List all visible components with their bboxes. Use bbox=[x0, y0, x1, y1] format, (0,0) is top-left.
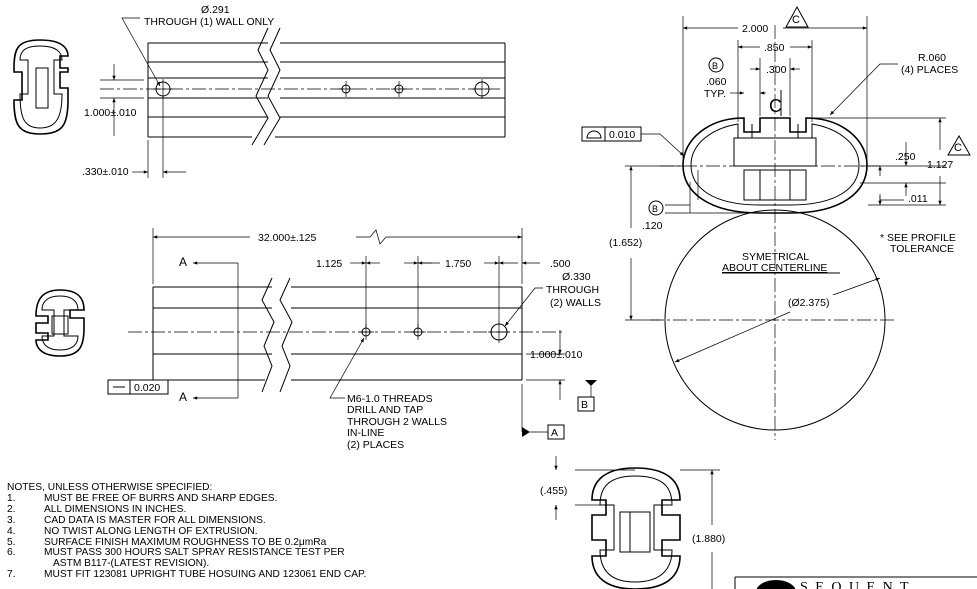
wall-note: TYP. bbox=[704, 88, 726, 100]
note-item: 3.CAD DATA IS MASTER FOR ALL DIMENSIONS. bbox=[7, 514, 266, 526]
thread-callout-2: DRILL AND TAP bbox=[347, 404, 423, 416]
dim-1880: (1.880) bbox=[692, 533, 725, 545]
hole-diameter-label: Ø.291 bbox=[201, 4, 230, 16]
hole-through-note: THROUGH bbox=[546, 284, 599, 296]
note-item: 1.MUST BE FREE OF BURRS AND SHARP EDGES. bbox=[7, 492, 278, 504]
notes-block: NOTES, UNLESS OTHERWISE SPECIFIED: 1.MUS… bbox=[7, 482, 527, 581]
dim-455: (.455) bbox=[540, 485, 567, 497]
dim-250: .250 bbox=[895, 151, 916, 163]
top-offset-dim: .330±.010 bbox=[82, 166, 129, 178]
note-item: 2.ALL DIMENSIONS IN INCHES. bbox=[7, 503, 187, 515]
section-a-bottom: A bbox=[179, 390, 187, 404]
profile-tolerance-frame: 0.010 bbox=[581, 126, 685, 157]
circle-diameter: (Ø2.375) bbox=[788, 297, 829, 309]
top-height-dim: 1.000±.010 bbox=[84, 107, 137, 119]
hole-walls-note: (2) WALLS bbox=[550, 297, 601, 309]
profile-note-2: TOLERANCE bbox=[890, 243, 954, 255]
profile-view: 2.000 C .850 .300 B .060 TYP. C R.060 (4… bbox=[581, 5, 971, 440]
thread-callout-5: (2) PLACES bbox=[347, 439, 404, 451]
slot-dim: .850 bbox=[764, 42, 785, 54]
symmetry-note-2: ABOUT CENTERLINE bbox=[722, 262, 827, 274]
note-item: 7.MUST FIT 123081 UPRIGHT TUBE HOSUING A… bbox=[7, 569, 367, 581]
profile-tolerance-value: 0.010 bbox=[609, 129, 635, 141]
front-view: 32.000±.125 1.125 1.750 .500 Ø.330 THROU… bbox=[107, 228, 601, 451]
thread-callout-4: IN-LINE bbox=[347, 427, 384, 439]
flatness-value: 0.020 bbox=[134, 382, 160, 394]
datum-b: B bbox=[581, 399, 588, 411]
spacing-2-dim: 1.750 bbox=[445, 258, 471, 270]
note-item-continuation: ASTM B117-(LATEST REVISION). bbox=[53, 558, 210, 570]
overall-length-dim: 32.000±.125 bbox=[258, 232, 316, 244]
notes-heading: NOTES, UNLESS OTHERWISE SPECIFIED: bbox=[7, 482, 213, 493]
hole-note-label: THROUGH (1) WALL ONLY bbox=[144, 16, 274, 28]
front-view-end-profile bbox=[35, 289, 85, 357]
wall-dim: .060 bbox=[706, 76, 727, 88]
radius-dim: R.060 bbox=[918, 52, 946, 64]
hole-diameter-330: Ø.330 bbox=[562, 271, 591, 283]
balloon-b-left: B bbox=[652, 204, 658, 214]
title-block: S E Q U E N T bbox=[734, 576, 977, 589]
spacing-1-dim: 1.125 bbox=[316, 258, 342, 270]
dim-1652: (1.652) bbox=[609, 237, 642, 249]
profile-note-1: * SEE PROFILE bbox=[880, 232, 956, 244]
bottom-view: (.455) (1.880) bbox=[540, 456, 725, 589]
front-height-dim: 1.000±.010 bbox=[530, 349, 583, 361]
radius-note: (4) PLACES bbox=[901, 64, 958, 76]
section-a-top: A bbox=[179, 255, 187, 269]
datum-c-top: C bbox=[792, 14, 800, 26]
note-item: 4.NO TWIST ALONG LENGTH OF EXTRUSION. bbox=[7, 525, 258, 537]
width-dim: 2.000 bbox=[742, 23, 768, 35]
thread-callout-1: M6-1.0 THREADS bbox=[347, 393, 433, 405]
thread-callout-3: THROUGH 2 WALLS bbox=[347, 416, 447, 428]
symmetry-note-1: SYMETRICAL bbox=[742, 251, 809, 263]
company-name: S E Q U E N T bbox=[800, 580, 911, 589]
note-item: 5.SURFACE FINISH MAXIMUM ROUGHNESS TO BE… bbox=[7, 536, 327, 548]
datum-c-right: C bbox=[954, 142, 962, 154]
note-item: 6.MUST PASS 300 HOURS SALT SPRAY RESISTA… bbox=[7, 547, 345, 559]
balloon-b-top: B bbox=[712, 61, 718, 71]
top-view: Ø.291 THROUGH (1) WALL ONLY 1.000±.010 .… bbox=[82, 4, 506, 178]
dim-120: .120 bbox=[642, 220, 663, 232]
end-dim: .500 bbox=[550, 258, 571, 270]
top-end-view-profile bbox=[13, 39, 69, 135]
slot-inner-dim: .300 bbox=[766, 64, 787, 76]
datum-a: A bbox=[551, 427, 558, 439]
centerline-symbol: C bbox=[769, 96, 782, 116]
dim-1127: 1.127 bbox=[927, 159, 953, 171]
flatness-frame: 0.020 bbox=[107, 379, 169, 395]
dim-011: .011 bbox=[908, 193, 928, 205]
